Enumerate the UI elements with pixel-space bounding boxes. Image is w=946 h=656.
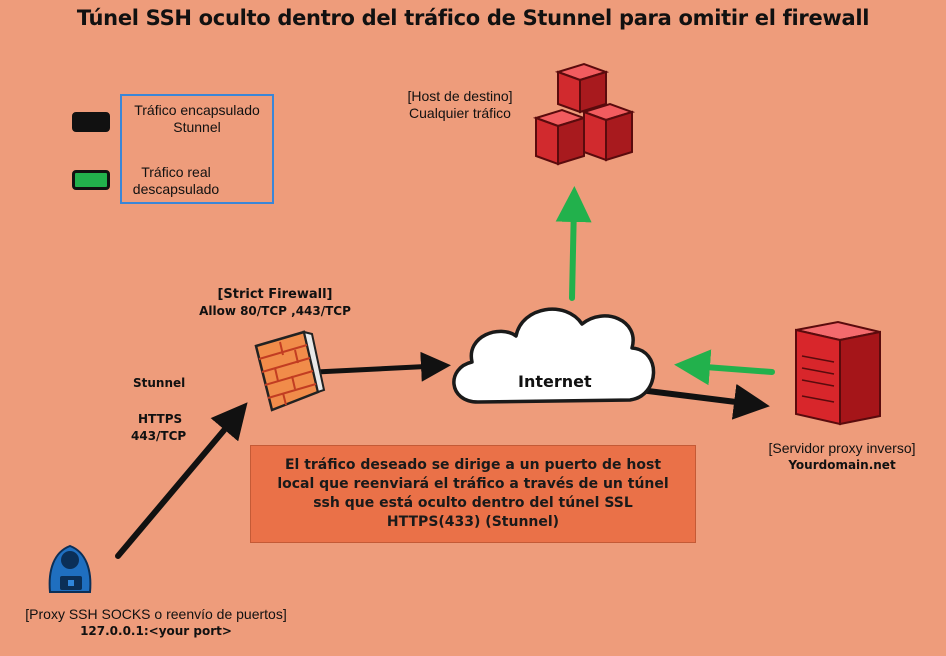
firewall-icon: [254, 330, 326, 412]
note-text: El tráfico deseado se dirige a un puerto…: [277, 457, 669, 530]
arrow-client-to-firewall: [115, 402, 248, 559]
client-label: [Proxy SSH SOCKS o reenvío de puertos] 1…: [25, 606, 287, 638]
legend-label-decapsulated: Tráfico real descapsulado: [132, 164, 220, 197]
arrow-internet-to-destination-green: [555, 186, 592, 301]
page-title: Túnel SSH oculto dentro del tráfico de S…: [76, 6, 870, 30]
arrow-proxy-to-internet-green: [674, 349, 775, 386]
server-icon: [795, 320, 881, 426]
legend-swatch-encapsulated: [72, 112, 110, 132]
reverse-proxy-label: [Servidor proxy inverso] Yourdomain.net: [768, 440, 916, 472]
cloud-icon: [452, 307, 656, 404]
stunnel-label: Stunnel: [133, 376, 186, 390]
hacker-icon: [48, 544, 92, 593]
legend-swatch-decapsulated: [72, 170, 110, 190]
port-label: 443/TCP: [131, 429, 187, 443]
arrow-internet-to-proxy: [637, 383, 770, 420]
legend-box: [120, 94, 274, 204]
legend-label-encapsulated: Tráfico encapsulado Stunnel: [134, 102, 260, 135]
arrow-firewall-to-internet: [313, 351, 451, 382]
internet-label: Internet: [518, 372, 592, 391]
server-stack-icon: [532, 62, 636, 166]
destination-label: [Host de destino] Cualquier tráfico: [407, 88, 513, 121]
note-box: El tráfico deseado se dirige a un puerto…: [250, 445, 696, 543]
firewall-label: [Strict Firewall] Allow 80/TCP ,443/TCP: [199, 287, 351, 318]
https-label: HTTPS: [138, 412, 183, 426]
